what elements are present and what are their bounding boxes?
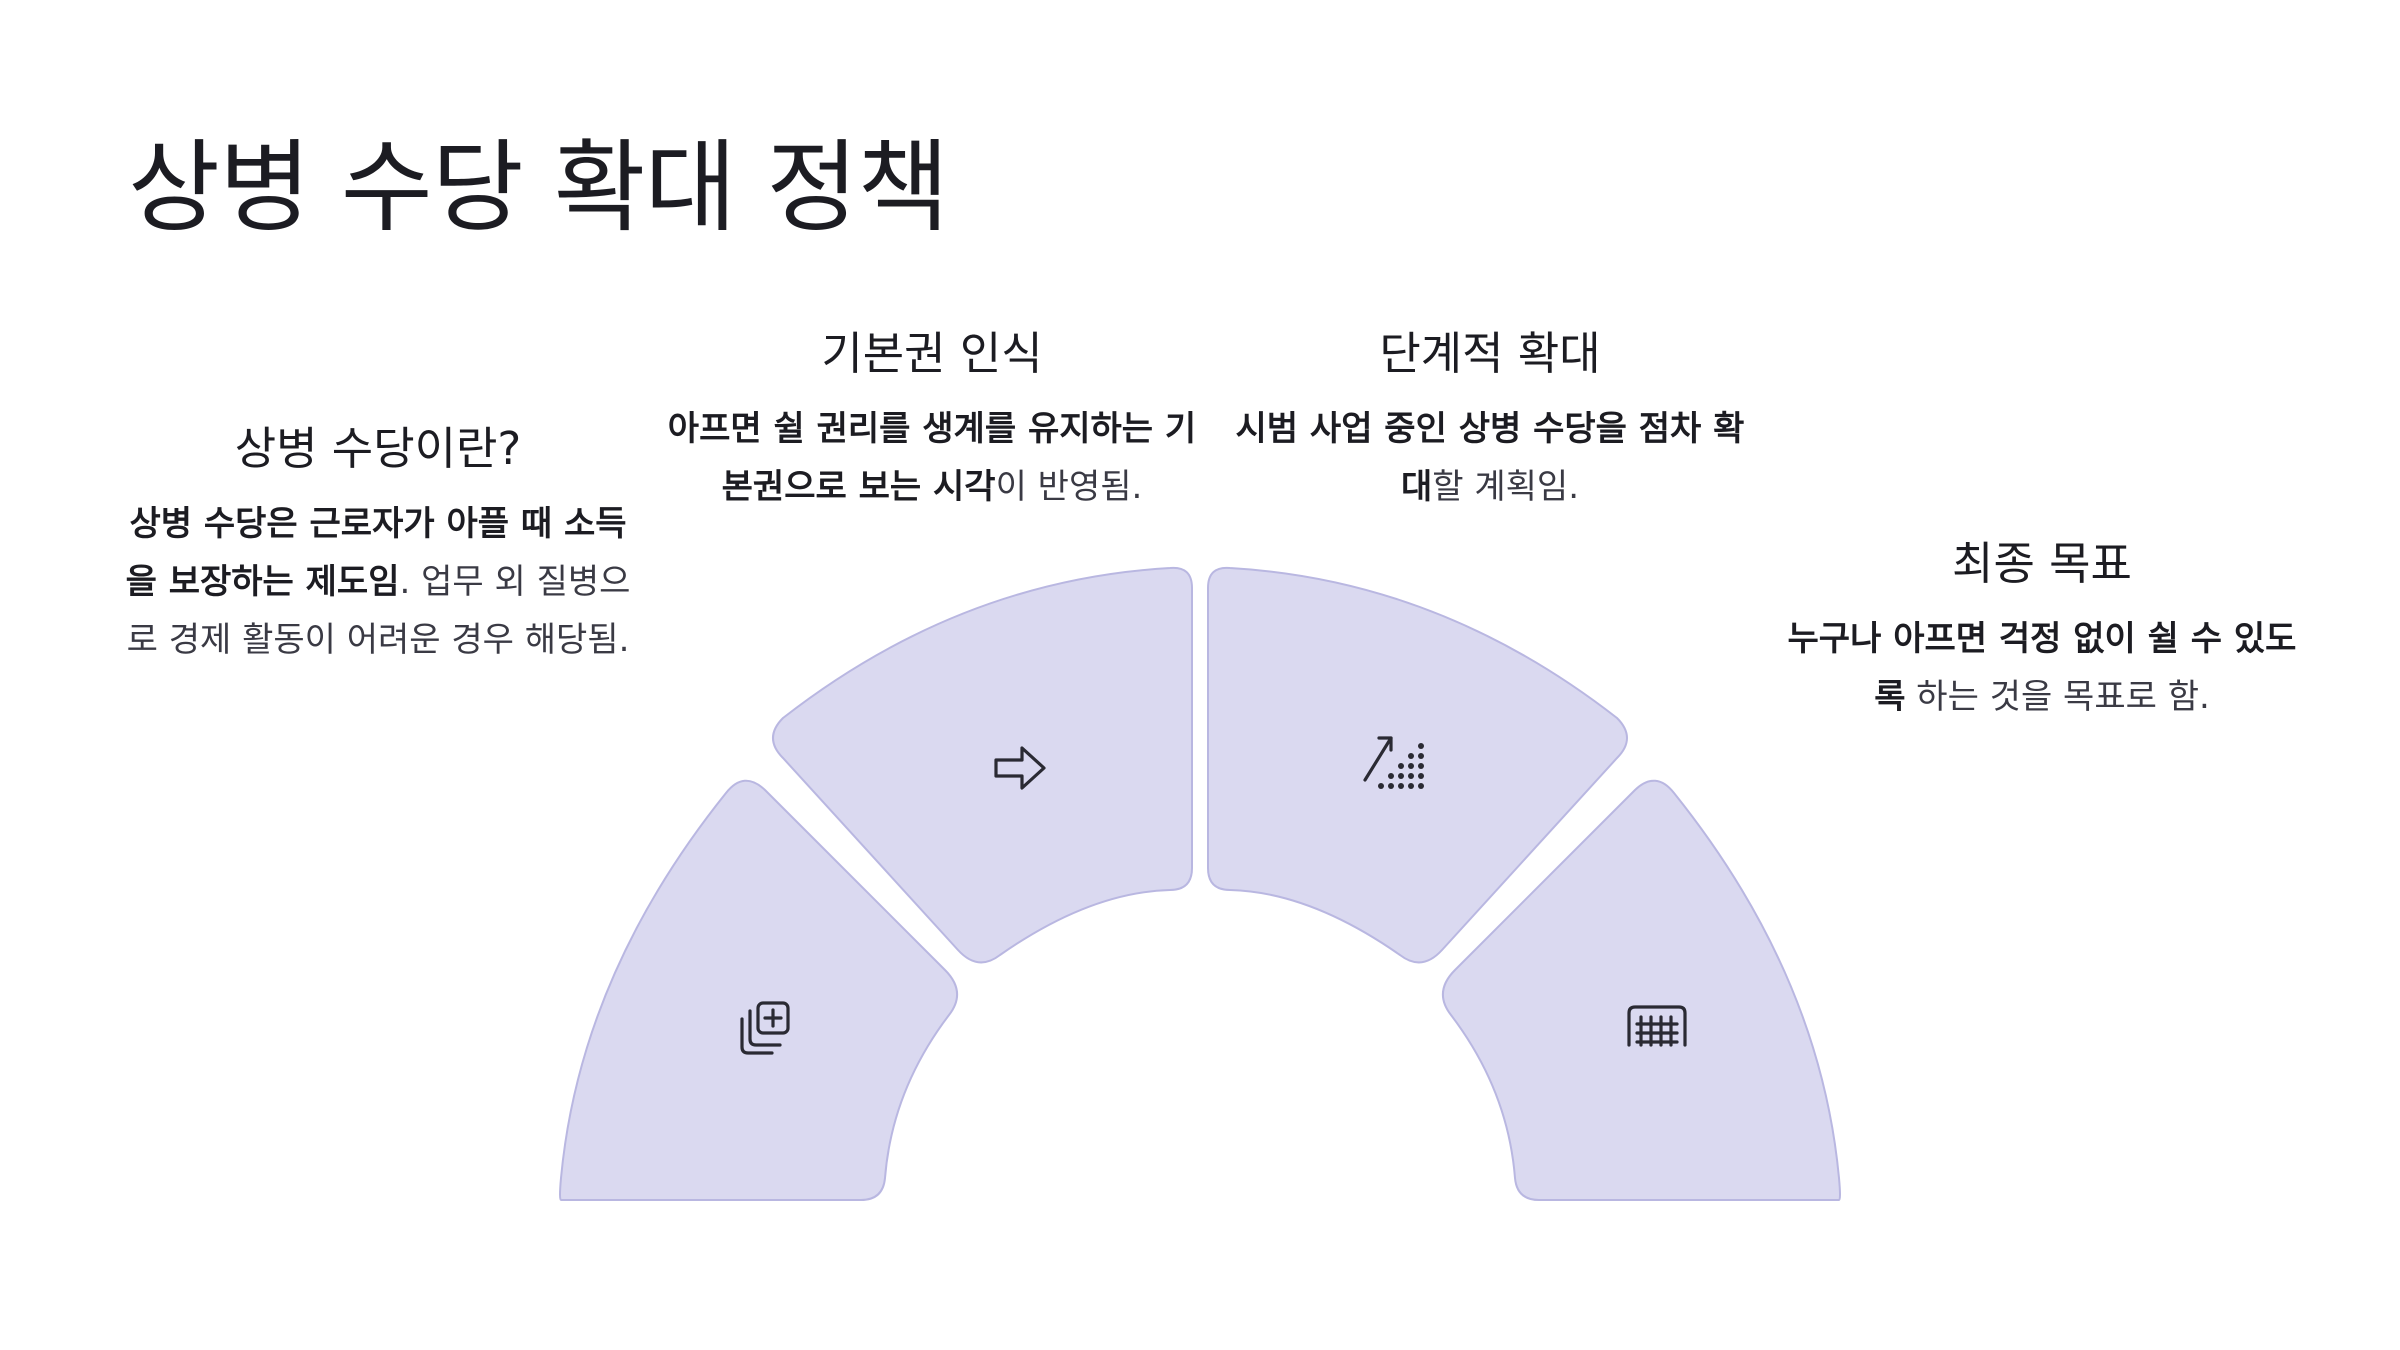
basic-right-text: 아프면 쉴 권리를 생계를 유지하는 기본권으로 보는 시각이 반영됨. [662,400,1202,516]
expansion-text: 시범 사업 중인 상병 수당을 점차 확대할 계획임. [1220,400,1760,516]
arrow-right-icon [994,746,1046,790]
definition-text: 상병 수당은 근로자가 아플 때 소득을 보장하는 제도임. 업무 외 질병으로… [118,495,638,669]
page-title: 상병 수당 확대 정책 [128,129,949,246]
basic-right-text-bold: 아프면 쉴 권리를 생계를 유지하는 기본권으로 보는 시각 [667,408,1197,507]
basic-right-heading: 기본권 인식 [821,327,1043,380]
segment-basic-right [772,566,1193,964]
expansion-text-rest: 할 계획임. [1432,466,1580,507]
growth-dots-icon [1363,736,1424,789]
expansion-heading: 단계적 확대 [1379,327,1601,380]
final-goal-text: 누구나 아프면 걱정 없이 쉴 수 있도록 하는 것을 목표로 함. [1782,610,2302,726]
grid-icon [1627,1005,1687,1047]
final-goal-text-rest: 하는 것을 목표로 함. [1905,676,2210,717]
definition-block: 상병 수당이란? 상병 수당은 근로자가 아플 때 소득을 보장하는 제도임. … [118,420,638,669]
final-goal-text-bold: 누구나 아프면 걱정 없이 쉴 수 있도록 [1787,618,2297,717]
segment-expansion [1207,566,1628,964]
basic-right-block: 기본권 인식 아프면 쉴 권리를 생계를 유지하는 기본권으로 보는 시각이 반… [662,325,1202,516]
final-goal-heading: 최종 목표 [1952,537,2132,590]
definition-text-bold: 상병 수당은 근로자가 아플 때 소득을 보장하는 제도임 [125,503,627,602]
expansion-block: 단계적 확대 시범 사업 중인 상병 수당을 점차 확대할 계획임. [1220,325,1760,516]
medical-copy-icon [740,1001,790,1055]
segment-definition [559,779,958,1201]
basic-right-text-rest: 이 반영됨. [995,466,1143,507]
definition-heading: 상병 수당이란? [234,422,522,475]
final-goal-block: 최종 목표 누구나 아프면 걱정 없이 쉴 수 있도록 하는 것을 목표로 함. [1782,535,2302,726]
definition-text-rest: . 업무 외 질병으로 경제 활동이 어려운 경우 해당됨. [126,561,631,660]
expansion-text-bold: 시범 사업 중인 상병 수당을 점차 확대 [1235,408,1745,507]
segment-final-goal [1442,779,1841,1201]
